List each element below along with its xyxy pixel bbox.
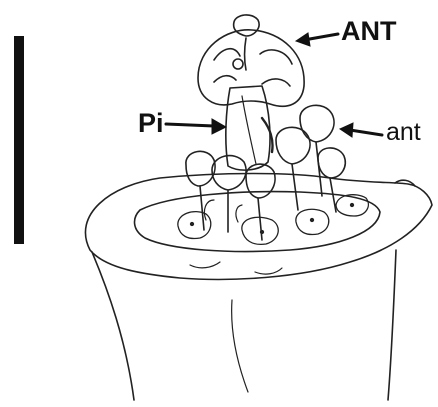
label-ant-lower: ant <box>386 118 421 146</box>
ant-upper-arrow <box>296 33 338 46</box>
label-pistil: Pi <box>138 108 164 138</box>
label-ant-upper: ANT <box>341 16 397 46</box>
scale-bar <box>14 36 24 244</box>
ant-lower-arrow <box>340 123 382 137</box>
pistil <box>226 86 273 170</box>
large-anther-cluster <box>198 15 304 106</box>
pistil-arrow <box>166 119 226 134</box>
